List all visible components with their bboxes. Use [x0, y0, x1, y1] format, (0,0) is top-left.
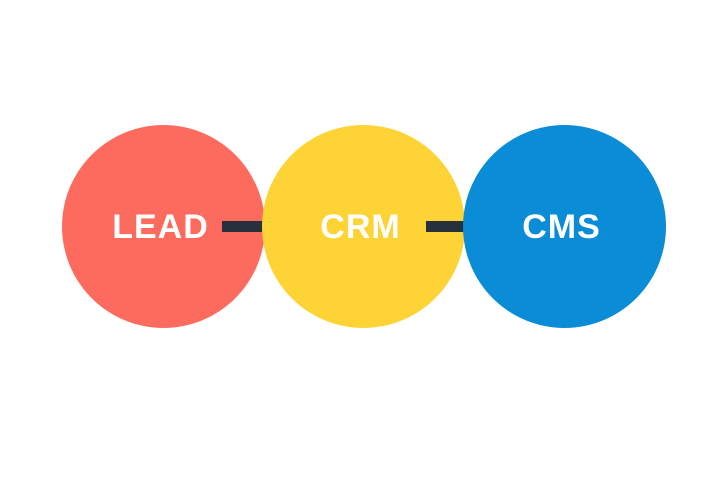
node-lead-label: LEAD — [112, 207, 209, 246]
node-crm-label: CRM — [320, 207, 401, 246]
node-cms-label: CMS — [522, 207, 601, 246]
node-cms: CMS — [463, 125, 666, 328]
